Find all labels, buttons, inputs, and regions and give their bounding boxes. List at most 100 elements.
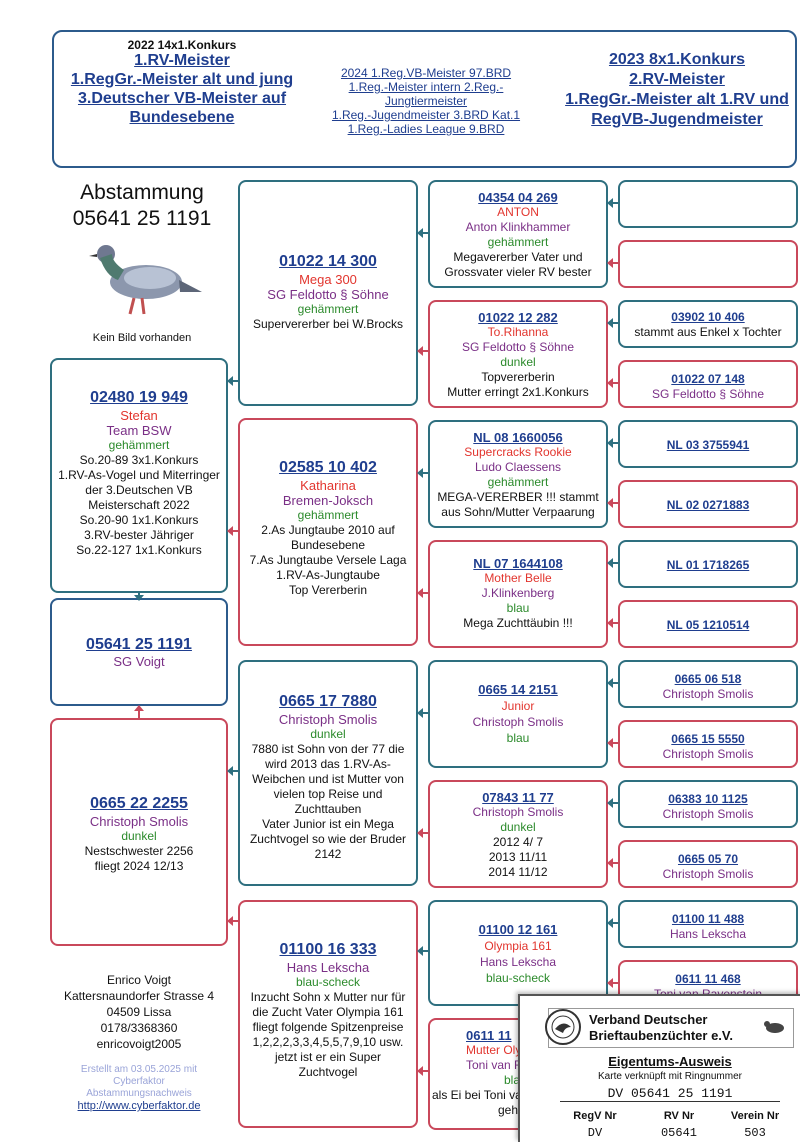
fmmm-ring[interactable]: NL 05 1210514 (666, 618, 750, 632)
header-box: 2022 14x1.Konkurs 1.RV-Meister 1.RegGr.-… (52, 30, 797, 168)
subject-ring[interactable]: 05641 25 1191 (86, 636, 192, 653)
mfmm-card: 0665 05 70 Christoph Smolis (618, 840, 798, 888)
header-center-line-2: 1.Reg.-Meister intern 2.Reg.-Jungtiermei… (348, 80, 504, 108)
mfm-ring[interactable]: 07843 11 77 (482, 790, 554, 805)
mmfm-ring[interactable]: 0611 11 468 (675, 972, 741, 986)
father-ring[interactable]: 02480 19 949 (90, 389, 188, 406)
ff-ring[interactable]: 01022 14 300 (279, 253, 377, 270)
mf-ring[interactable]: 0665 17 7880 (279, 693, 377, 710)
mmm-name: Mutter Olym (466, 1043, 532, 1057)
fm-note: Top Vererberin (288, 583, 368, 597)
mmff-owner: Hans Lekscha (669, 927, 747, 941)
mff-ring[interactable]: 0665 14 2151 (478, 682, 558, 697)
ffmm-ring[interactable]: 01022 07 148 (671, 372, 745, 386)
arrow-mfmm-mfm (607, 858, 620, 868)
mfmf-owner: Christoph Smolis (662, 807, 754, 821)
fff-owner: Anton Klinkhammer (465, 220, 571, 234)
fm-note: 7.As Jungtaube Versele Laga (249, 553, 407, 567)
mfmf-ring[interactable]: 06383 10 1125 (668, 792, 748, 806)
mfm-note: 2013 11/11 (488, 850, 548, 864)
mmf-owner: Hans Lekscha (479, 955, 557, 969)
header-left-year: 2022 14x1.Konkurs (127, 38, 237, 52)
mfmm-ring[interactable]: 0665 05 70 (677, 852, 739, 866)
header-left-title-3: 3.Deutscher VB-Meister auf Bundesebene (77, 90, 287, 126)
fm-name: Katharina (300, 478, 356, 493)
ffmf-ring[interactable]: 03902 10 406 (671, 310, 745, 324)
mfff-owner: Christoph Smolis (662, 687, 754, 701)
mm-owner: Hans Lekscha (286, 960, 370, 975)
arrow-mmff-mmf (607, 918, 620, 928)
breeder-city: 04509 Lissa (106, 1005, 172, 1019)
fm-note: 1.RV-As-Jungtaube (276, 568, 380, 582)
fmf-owner: Ludo Claessens (474, 460, 562, 474)
card-value-regv: DV (587, 1126, 603, 1140)
ownership-card: Verband Deutscher Brieftaubenzüchter e.V… (518, 994, 800, 1142)
mmf-ring[interactable]: 01100 12 161 (478, 922, 558, 937)
breeder-email: enricovoigt2005 (96, 1037, 182, 1051)
mfff-ring[interactable]: 0665 06 518 (674, 672, 742, 686)
mm-ring[interactable]: 01100 16 333 (279, 941, 377, 958)
mother-ring[interactable]: 0665 22 2255 (90, 795, 188, 812)
father-note: So.22-127 1x1.Konkurs (76, 543, 202, 557)
mfm-color: dunkel (500, 820, 536, 834)
fmmf-ring[interactable]: NL 01 1718265 (666, 558, 750, 572)
fmff-card: NL 03 3755941 (618, 420, 798, 468)
mffm-ring[interactable]: 0665 15 5550 (671, 732, 745, 746)
fm-ring[interactable]: 02585 10 402 (279, 459, 377, 476)
arrow-mfmf-mfm (607, 798, 620, 808)
header-right-line-3: 1.RegGr.-Meister alt 1.RV und RegVB-Juge… (565, 91, 789, 128)
arrow-mfff-mff (607, 678, 620, 688)
card-ring-number: DV 05641 25 1191 (560, 1086, 780, 1102)
arrow-fm-father (227, 526, 240, 536)
breeder-name: Enrico Voigt (106, 973, 172, 987)
pigeon-small-icon (764, 1021, 784, 1033)
pigeon-small-head (764, 1021, 770, 1027)
fff-note: Megavererber Vater und Grossvater vieler… (444, 250, 592, 279)
title-ring: 05641 25 1191 (72, 207, 212, 230)
footer-tool2: Abstammungsnachweis (86, 1088, 192, 1099)
mf-owner: Christoph Smolis (278, 712, 378, 727)
card-header-verein: Verein Nr (730, 1110, 780, 1122)
mother-color: dunkel (121, 829, 157, 843)
vdb-logo-inner (551, 1015, 575, 1039)
fffa-card (618, 180, 798, 228)
mmff-ring[interactable]: 01100 11 488 (671, 912, 745, 926)
no-image-caption: Kein Bild vorhanden (92, 332, 192, 344)
father-note: So.20-89 3x1.Konkurs (79, 453, 199, 467)
card-value-rv: 05641 (660, 1126, 697, 1140)
arrow-mf-mother (227, 766, 240, 776)
mmf-color: blau-scheck (485, 971, 551, 985)
fmf-color: gehämmert (487, 475, 549, 489)
father-note: So.20-90 1x1.Konkurs (79, 513, 199, 527)
mfm-card: 07843 11 77 Christoph Smolis dunkel 2012… (428, 780, 608, 888)
pigeon-tail (179, 280, 202, 292)
header-right: 2023 8x1.Konkurs 2.RV-Meister 1.RegGr.-M… (560, 50, 794, 130)
mother-note: Nestschwester 2256 fliegt 2024 12/13 (84, 844, 194, 873)
ffm-ring[interactable]: 01022 12 282 (478, 310, 558, 325)
card-title: Eigentums-Ausweis (608, 1054, 732, 1069)
ffm-owner: SG Feldotto § Söhne (461, 340, 575, 354)
footer-url[interactable]: http://www.cyberfaktor.de (77, 1100, 201, 1112)
footer: Erstellt am 03.05.2025 mit Cyberfaktor A… (50, 1064, 228, 1112)
mfm-note: 2012 4/ 7 (492, 835, 544, 849)
fmfm-ring[interactable]: NL 02 0271883 (666, 498, 750, 512)
ffm-card: 01022 12 282 To.Rihanna SG Feldotto § Sö… (428, 300, 608, 408)
mmm-owner: Toni van Ra (466, 1058, 530, 1072)
ffmf-note: stammt aus Enkel x Tochter (634, 325, 782, 339)
fmf-note: MEGA-VERERBER !!! stammt aus Sohn/Mutter… (437, 490, 599, 519)
card-subtitle: Karte verknüpft mit Ringnummer (598, 1071, 742, 1082)
mfmm-owner: Christoph Smolis (662, 867, 754, 881)
arrow-mff-mf (417, 708, 430, 718)
card-header: Verband Deutscher Brieftaubenzüchter e.V… (545, 1008, 794, 1048)
fmm-ring[interactable]: NL 07 1644108 (473, 556, 563, 571)
father-owner: Team BSW (106, 423, 172, 438)
pigeon-neck (100, 254, 124, 280)
header-left: 2022 14x1.Konkurs 1.RV-Meister 1.RegGr.-… (66, 38, 298, 127)
fm-owner: Bremen-Joksch (282, 493, 374, 508)
fmff-ring[interactable]: NL 03 3755941 (666, 438, 750, 452)
ff-color: gehämmert (297, 302, 359, 316)
fff-ring[interactable]: 04354 04 269 (478, 190, 558, 205)
mmm-ring[interactable]: 0611 11 (466, 1028, 512, 1043)
fmf-ring[interactable]: NL 08 1660056 (473, 430, 563, 445)
fm-color: gehämmert (297, 508, 359, 522)
